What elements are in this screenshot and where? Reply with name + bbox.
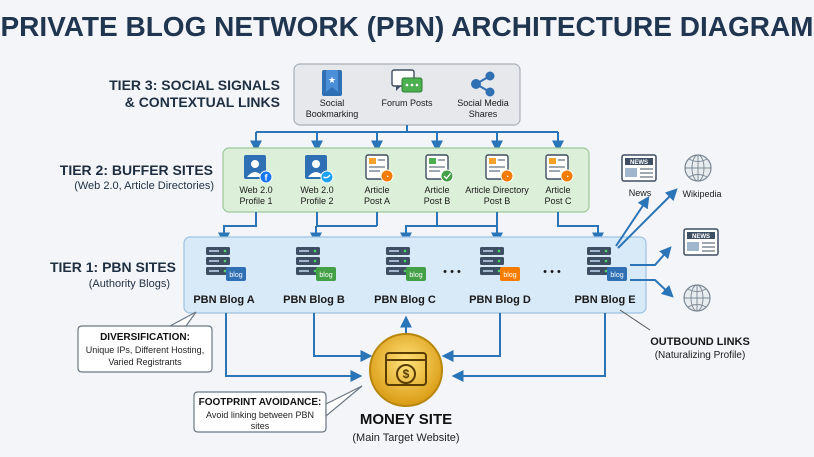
article-rss-icon: ◔ (365, 154, 394, 183)
ellipsis-1: • • • (443, 266, 461, 278)
footprint-line2: sites (251, 421, 270, 431)
server-icon: blog (296, 247, 336, 281)
ellipsis-2: • • • (543, 266, 561, 278)
wikipedia-globe-icon-2 (683, 284, 711, 312)
newspaper-icon: NEWS (621, 154, 657, 182)
tier3-item-label-1: Social (320, 98, 345, 108)
article-check-icon (425, 154, 454, 183)
wikipedia-globe-icon (684, 154, 712, 182)
tier3-item-label-3b: Shares (469, 109, 498, 119)
tier2-item-label-1: Web 2.0 (239, 185, 272, 195)
svg-text:NEWS: NEWS (692, 234, 710, 240)
tier2-heading: TIER 2: BUFFER SITES (60, 162, 213, 178)
tier2-item-label-3: Article (364, 185, 389, 195)
tier3-heading-line2: & CONTEXTUAL LINKS (125, 94, 280, 110)
pbn-blog-d: PBN Blog D (469, 294, 531, 306)
server-icon: blog (587, 247, 627, 281)
pbn-blog-a: PBN Blog A (193, 294, 254, 306)
tier1-heading: TIER 1: PBN SITES (50, 259, 176, 275)
tier2-item-label-5b: Post B (484, 196, 511, 206)
diagram-title: PRIVATE BLOG NETWORK (PBN) ARCHITECTURE … (1, 11, 814, 42)
profile-facebook-icon: f (244, 155, 273, 184)
svg-text:◔: ◔ (565, 174, 569, 181)
svg-text:NEWS: NEWS (630, 160, 648, 166)
svg-text:blog: blog (610, 272, 623, 279)
money-site-subheading: (Main Target Website) (352, 432, 459, 444)
chat-bubbles-icon (391, 69, 423, 93)
pbn-blog-c: PBN Blog C (374, 294, 436, 306)
tier2-subheading: (Web 2.0, Article Directories) (74, 180, 214, 192)
diversification-heading: DIVERSIFICATION: (100, 332, 190, 343)
tier3-to-tier2-arrows (250, 125, 564, 153)
share-icon (471, 71, 495, 97)
tier2-item-label-2b: Profile 2 (300, 196, 333, 206)
pbn-blog-b: PBN Blog B (283, 294, 345, 306)
bookmark-icon: ★ (322, 70, 342, 96)
tier2-item-label-2: Web 2.0 (300, 185, 333, 195)
server-icon: blog (386, 247, 426, 281)
svg-text:blog: blog (409, 272, 422, 279)
footprint-heading: FOOTPRINT AVOIDANCE: (199, 397, 322, 408)
diversification-line2: Varied Registrants (108, 357, 182, 367)
tier2-item-label-6b: Post C (544, 196, 572, 206)
money-site-heading: MONEY SITE (360, 411, 452, 428)
tier1-to-money-arrows (225, 313, 606, 382)
outbound-heading: OUTBOUND LINKS (650, 336, 750, 348)
profile-twitter-icon (305, 155, 334, 184)
tier2-item-label-6: Article (545, 185, 570, 195)
svg-text:f: f (265, 173, 269, 183)
tier3-item-label-3: Social Media (457, 98, 509, 108)
footprint-callout (193, 385, 363, 433)
wikipedia-label: Wikipedia (682, 189, 721, 199)
tier2-item-label-5: Article Directory (465, 185, 529, 195)
news-label: News (629, 188, 652, 198)
tier3-item-label-2: Forum Posts (381, 98, 433, 108)
tier3-item-label-1b: Bookmarking (306, 109, 359, 119)
article-c-rss-icon: ◔ (545, 154, 574, 183)
tier1-subheading: (Authority Blogs) (89, 278, 170, 290)
server-icon: blog (206, 247, 246, 281)
svg-text:◔: ◔ (505, 174, 509, 181)
tier3-heading-line1: TIER 3: SOCIAL SIGNALS (109, 77, 280, 93)
tier2-item-label-4: Article (424, 185, 449, 195)
tier2-item-label-3b: Post A (364, 196, 390, 206)
svg-text:★: ★ (328, 75, 336, 85)
diversification-callout (77, 311, 213, 373)
outbound-arrows (615, 188, 678, 298)
pbn-blog-e: PBN Blog E (574, 294, 635, 306)
footprint-line1: Avoid linking between PBN (206, 410, 314, 420)
svg-text:$: $ (403, 367, 410, 381)
svg-text:blog: blog (319, 272, 332, 279)
outbound-subheading: (Naturalizing Profile) (655, 350, 746, 361)
article-directory-rss-icon: ◔ (485, 154, 514, 183)
tier2-item-label-1b: Profile 1 (239, 196, 272, 206)
tier2-box (222, 147, 590, 213)
newspaper-icon-2: NEWS (683, 228, 719, 256)
tier2-item-label-4b: Post B (424, 196, 451, 206)
diversification-line1: Unique IPs, Different Hosting, (86, 345, 204, 355)
svg-text:◔: ◔ (385, 174, 389, 181)
server-icon: blog (480, 247, 520, 281)
svg-text:blog: blog (503, 272, 516, 279)
outbound-callout-pointer (619, 309, 651, 331)
svg-text:blog: blog (229, 272, 242, 279)
money-site-icon: $ (369, 333, 443, 407)
